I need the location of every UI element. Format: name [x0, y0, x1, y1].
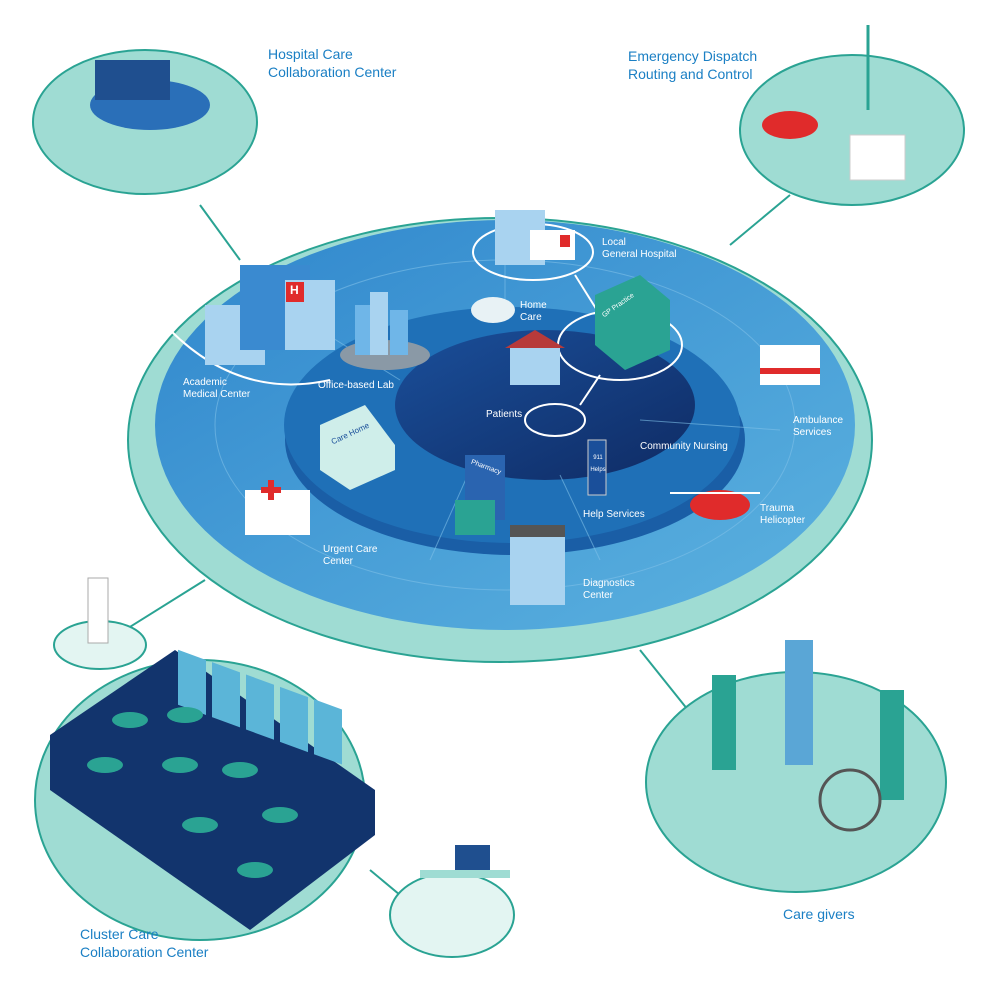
- trauma-helicopter-label: Trauma Helicopter: [760, 503, 806, 526]
- emergency-dispatch-label: Emergency Dispatch Routing and Control: [628, 48, 758, 82]
- urgent-care-building: [245, 480, 310, 535]
- emergency-vehicles: [762, 25, 906, 181]
- gp-practice-room: [595, 275, 670, 370]
- help-services-label: Help Services: [583, 509, 645, 520]
- help-kiosk-sign: 911 Helps: [590, 455, 606, 473]
- workstation-platform: [389, 872, 515, 958]
- local-hospital-building: [495, 210, 575, 265]
- urgent-care-label: Urgent Care Center: [323, 544, 378, 567]
- patients-label: Patients: [486, 409, 523, 420]
- home-care-label: Home Care: [520, 300, 547, 323]
- academic-center-label: Academic Medical Center: [183, 377, 251, 400]
- help-kiosk: [587, 439, 607, 496]
- cluster-ccc-label: Cluster Care Collaboration Center: [80, 926, 209, 960]
- office-lab-label: Office-based Lab: [318, 380, 394, 391]
- hospital-h-sign: H: [290, 283, 299, 297]
- emergency-platform: [739, 54, 965, 206]
- house: [505, 330, 565, 385]
- diagnostics-label: Diagnostics Center: [583, 578, 635, 601]
- local-hospital-label: Local General Hospital: [602, 237, 677, 260]
- care-givers-figures: [712, 640, 904, 832]
- care-home-room: [320, 405, 395, 490]
- video-screen: [95, 60, 170, 100]
- care-givers-label: Care givers: [783, 906, 855, 922]
- diagnostics-building: [510, 525, 565, 605]
- workstation: [420, 845, 510, 878]
- trauma-helicopter: [670, 490, 760, 520]
- cluster-tables: [87, 707, 298, 878]
- ambulance: [760, 345, 820, 385]
- pharmacy-stand: [455, 455, 505, 535]
- home-care-car: [471, 297, 515, 323]
- doctor-figure: [87, 577, 109, 644]
- dashboard-screens: [178, 649, 342, 765]
- ambulance-label: Ambulance Services: [793, 415, 844, 438]
- hospital-ccc-label: Hospital Care Collaboration Center: [268, 46, 397, 80]
- community-nursing-label: Community Nursing: [640, 441, 728, 452]
- academic-medical-center-building: [205, 265, 335, 365]
- office-lab-building: [340, 292, 430, 370]
